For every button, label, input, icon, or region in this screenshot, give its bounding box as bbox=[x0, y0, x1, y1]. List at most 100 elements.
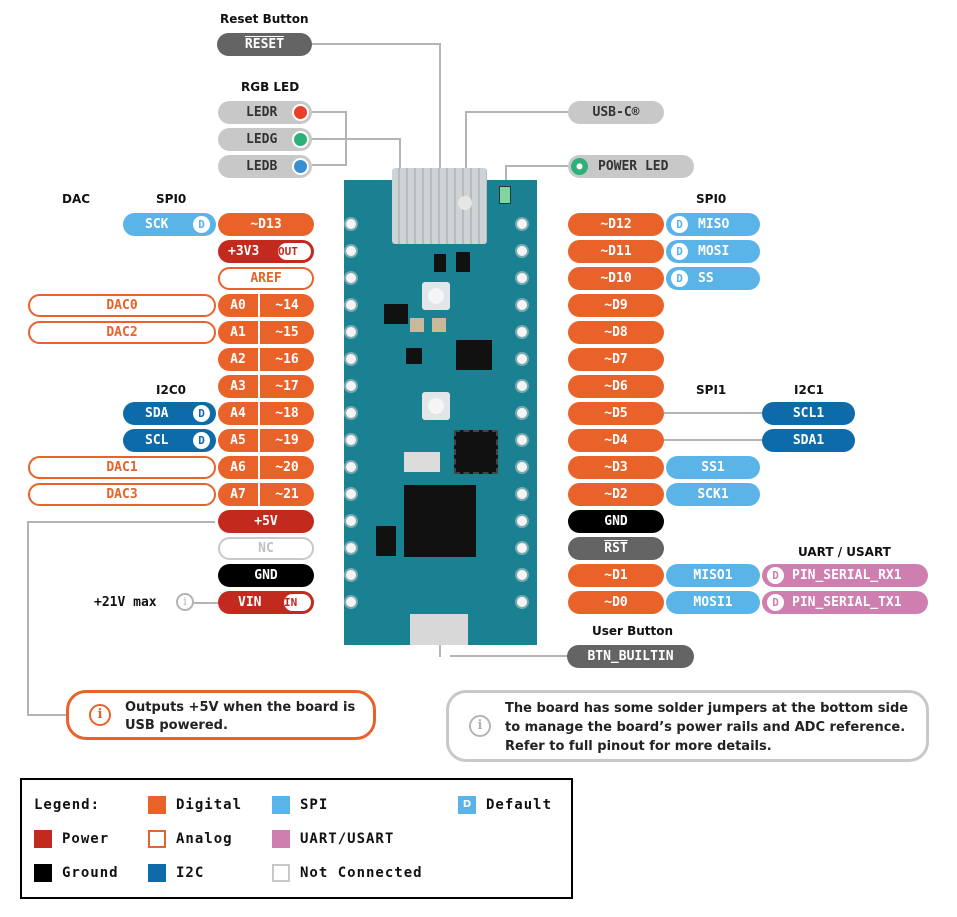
func-miso: D MISO bbox=[666, 213, 760, 236]
power-led-icon: ● bbox=[571, 158, 588, 175]
func-sda: SDA D bbox=[123, 402, 216, 425]
led-blue-icon bbox=[292, 158, 309, 175]
pin-d2: ~D2 bbox=[568, 483, 664, 506]
solder-jumper-note: i The board has some solder jumpers at t… bbox=[446, 690, 929, 762]
func-miso-label: MISO bbox=[698, 217, 730, 232]
func-dac2: DAC2 bbox=[28, 321, 216, 344]
pin-d1: ~D1 bbox=[568, 564, 664, 587]
pin-a5-digital: ~19 bbox=[275, 433, 299, 448]
power-led-chip bbox=[499, 186, 511, 204]
i2c1-header: I2C1 bbox=[794, 383, 824, 397]
func-mosi-label: MOSI bbox=[698, 244, 730, 259]
hole-right-4 bbox=[515, 298, 529, 312]
ledb-label: LEDB bbox=[246, 159, 278, 174]
power-led-label: POWER LED bbox=[598, 159, 669, 174]
pin-d8: ~D8 bbox=[568, 321, 664, 344]
spi1-header: SPI1 bbox=[696, 383, 727, 397]
pin-divider bbox=[258, 321, 260, 344]
spi0-left-header: SPI0 bbox=[156, 192, 187, 206]
pin-rst-label: RST bbox=[604, 541, 628, 556]
led-green-icon bbox=[292, 131, 309, 148]
legend-power-swatch bbox=[34, 830, 52, 848]
hole-right-1 bbox=[515, 217, 529, 231]
default-badge-icon: D bbox=[193, 405, 210, 422]
uart-header: UART / USART bbox=[798, 545, 891, 559]
led-red-icon bbox=[292, 104, 309, 121]
hole-right-6 bbox=[515, 352, 529, 366]
pin-divider bbox=[258, 429, 260, 452]
chip-small-4 bbox=[406, 348, 422, 364]
hole-right-12 bbox=[515, 514, 529, 528]
info-icon: i bbox=[469, 715, 491, 737]
hole-right-13 bbox=[515, 541, 529, 555]
user-button-header: User Button bbox=[592, 624, 674, 638]
pin-a3: A3 ~17 bbox=[218, 375, 314, 398]
chip-small-7 bbox=[432, 318, 446, 332]
hole-right-14 bbox=[515, 568, 529, 582]
solder-jumper-note-text: The board has some solder jumpers at the… bbox=[505, 701, 909, 754]
func-scl-label: SCL bbox=[145, 433, 169, 448]
legend-ground: Ground bbox=[62, 865, 119, 881]
hole-right-5 bbox=[515, 325, 529, 339]
vin-connector bbox=[194, 602, 218, 604]
hole-right-10 bbox=[515, 460, 529, 474]
ledg-label: LEDG bbox=[246, 132, 278, 147]
ledr-pill: LEDR bbox=[218, 101, 312, 124]
pin-d12: ~D12 bbox=[568, 213, 664, 236]
legend-ground-swatch bbox=[34, 864, 52, 882]
legend-analog: Analog bbox=[176, 831, 233, 847]
pin-a4: A4 ~18 bbox=[218, 402, 314, 425]
pin-divider bbox=[258, 483, 260, 506]
func-sck1: SCK1 bbox=[666, 483, 760, 506]
func-dac0: DAC0 bbox=[28, 294, 216, 317]
hole-left-13 bbox=[344, 541, 358, 555]
pin-a1-label: A1 bbox=[230, 325, 246, 340]
hole-left-15 bbox=[344, 595, 358, 609]
hole-right-3 bbox=[515, 271, 529, 285]
pin-3v3-label: +3V3 bbox=[228, 244, 260, 259]
pin-d9: ~D9 bbox=[568, 294, 664, 317]
legend-nc: Not Connected bbox=[300, 865, 423, 881]
info-icon: i bbox=[89, 704, 111, 726]
legend-uart: UART/USART bbox=[300, 831, 395, 847]
default-badge-icon: D bbox=[671, 243, 688, 260]
hole-left-5 bbox=[344, 325, 358, 339]
func-ss1: SS1 bbox=[666, 456, 760, 479]
rgb-led-header: RGB LED bbox=[241, 80, 300, 94]
chip-small-3 bbox=[384, 304, 408, 324]
reset-label: RESET bbox=[244, 37, 285, 52]
chip-small-2 bbox=[456, 252, 470, 272]
usb-c-pill: USB-C® bbox=[568, 101, 664, 124]
legend-spi: SPI bbox=[300, 797, 329, 813]
hole-left-9 bbox=[344, 433, 358, 447]
legend-digital: Digital bbox=[176, 797, 243, 813]
hole-left-14 bbox=[344, 568, 358, 582]
hole-left-11 bbox=[344, 487, 358, 501]
default-badge-icon: D bbox=[767, 567, 784, 584]
pin-divider bbox=[258, 294, 260, 317]
pin-3v3: +3V3 OUT bbox=[218, 240, 314, 263]
pin-gnd-left: GND bbox=[218, 564, 314, 587]
pin-aref: AREF bbox=[218, 267, 314, 290]
pin-a4-label: A4 bbox=[230, 406, 246, 421]
pin-d4: ~D4 bbox=[568, 429, 664, 452]
pin-d11: ~D11 bbox=[568, 240, 664, 263]
func-sda1: SDA1 bbox=[762, 429, 855, 452]
usb-power-note: i Outputs +5V when the board is USB powe… bbox=[66, 690, 376, 740]
pin-a7: A7 ~21 bbox=[218, 483, 314, 506]
func-tx1-label: PIN_SERIAL_TX1 bbox=[792, 595, 902, 610]
default-badge-icon: D bbox=[671, 216, 688, 233]
pin-d10: ~D10 bbox=[568, 267, 664, 290]
hole-left-8 bbox=[344, 406, 358, 420]
legend-i2c-swatch bbox=[148, 864, 166, 882]
func-mosi: D MOSI bbox=[666, 240, 760, 263]
pin-nc: NC bbox=[218, 537, 314, 560]
pin-5v: +5V bbox=[218, 510, 314, 533]
legend-default: Default bbox=[486, 797, 553, 813]
pin-d0: ~D0 bbox=[568, 591, 664, 614]
pin-a7-digital: ~21 bbox=[275, 487, 299, 502]
pin-a0-label: A0 bbox=[230, 298, 246, 313]
func-sck: SCK D bbox=[123, 213, 216, 236]
pin-vin: VIN IN bbox=[218, 591, 314, 614]
func-scl1: SCL1 bbox=[762, 402, 855, 425]
